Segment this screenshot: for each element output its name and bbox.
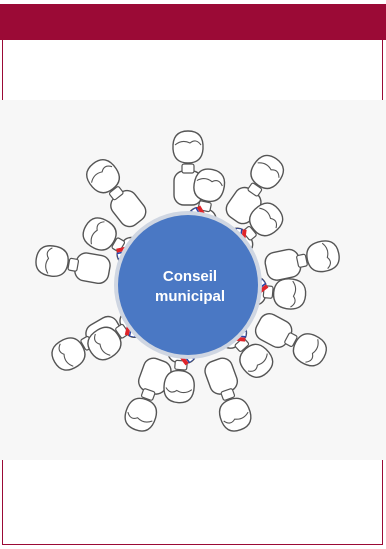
- council-label-line2: municipal: [154, 288, 225, 305]
- header-bar: [0, 4, 386, 40]
- council-label: Conseil municipal: [115, 227, 265, 347]
- council-illustration: [33, 130, 343, 436]
- council-label-line1: Conseil: [162, 268, 218, 285]
- councillor-figure: [262, 237, 343, 284]
